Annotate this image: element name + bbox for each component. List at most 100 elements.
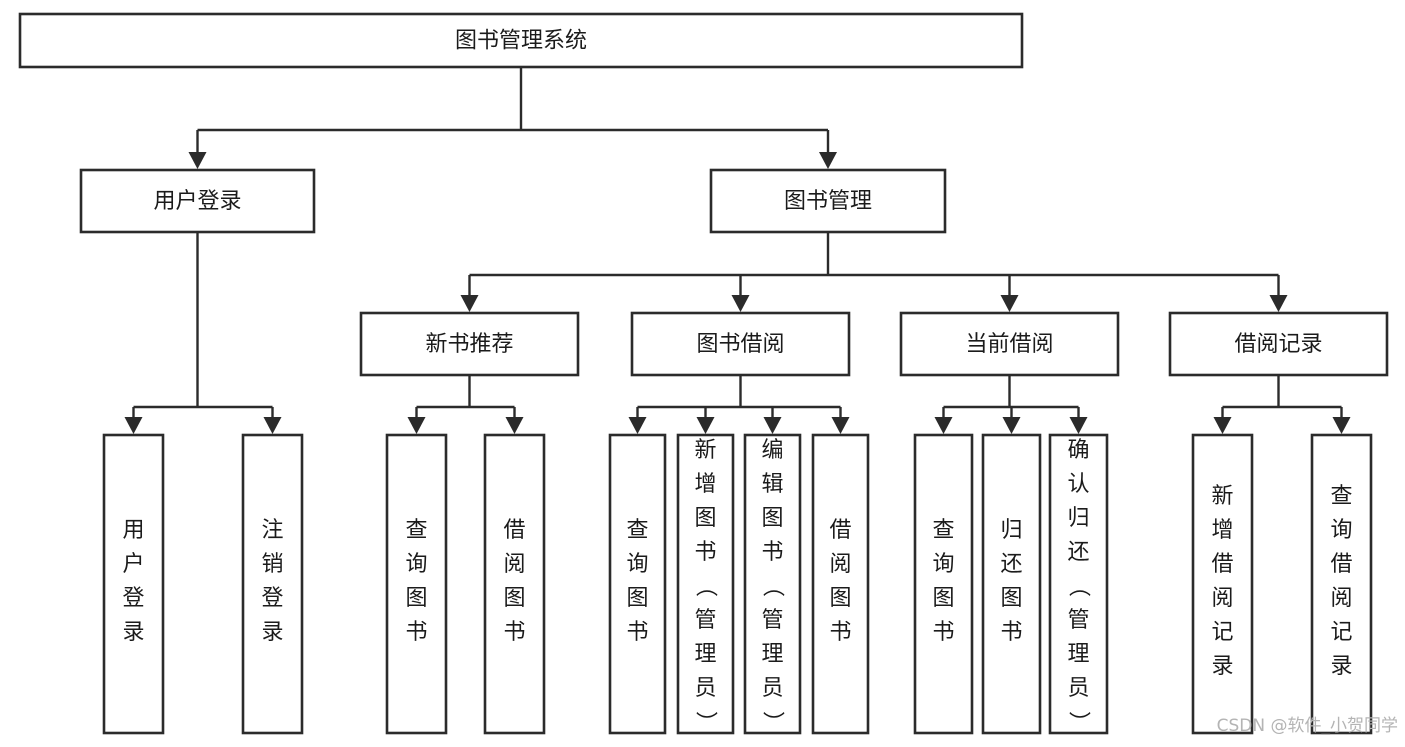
node-root-system-box[interactable]	[18, 12, 1024, 69]
arrow-head-icon	[934, 417, 953, 434]
node-borrow-record[interactable]: 借阅记录	[1168, 311, 1389, 377]
node-root-system[interactable]: 图书管理系统	[18, 12, 1024, 69]
node-leaf-return-book-label-char: 归	[1000, 518, 1022, 543]
node-leaf-query-book-1-label-char: 查	[405, 518, 427, 543]
connector-layer	[124, 67, 1351, 434]
node-leaf-add-borrow-record-label-char: 增	[1211, 518, 1233, 543]
node-leaf-edit-book-admin-label-char: 员	[761, 676, 783, 701]
node-current-borrow-label: 当前借阅	[965, 332, 1053, 357]
node-leaf-user-login-box[interactable]	[102, 433, 165, 735]
node-leaf-add-borrow-record-label-char: 记	[1211, 620, 1233, 645]
node-leaf-edit-book-admin-label-char: 书	[761, 540, 783, 565]
node-user-login-box[interactable]	[79, 168, 316, 234]
node-book-borrow[interactable]: 图书借阅	[630, 311, 851, 377]
node-current-borrow-box[interactable]	[899, 311, 1120, 377]
node-borrow-record-label: 借阅记录	[1234, 332, 1322, 357]
node-leaf-query-book-1-box[interactable]	[385, 433, 448, 735]
node-leaf-borrow-book-2-label-char: 图	[829, 586, 851, 611]
arrow-head-icon	[819, 152, 837, 169]
arrow-head-icon	[263, 417, 282, 434]
node-leaf-return-book-label-char: 还	[1000, 552, 1022, 577]
node-leaf-confirm-return-admin-label-char: 管	[1067, 608, 1089, 633]
node-leaf-logout-login-label-char: 登	[261, 586, 283, 611]
node-new-book-recommend[interactable]: 新书推荐	[359, 311, 580, 377]
node-leaf-edit-book-admin-label-char: ）	[760, 711, 785, 733]
node-leaf-borrow-book-1-label-char: 图	[503, 586, 525, 611]
node-leaf-confirm-return-admin-label-char: 员	[1067, 676, 1089, 701]
node-leaf-query-borrow-record-label-char: 录	[1330, 654, 1352, 679]
node-leaf-query-book-1-label-char: 图	[405, 586, 427, 611]
node-leaf-return-book-box[interactable]	[981, 433, 1042, 735]
node-book-management-box[interactable]	[709, 168, 947, 234]
node-current-borrow[interactable]: 当前借阅	[899, 311, 1120, 377]
node-user-login[interactable]: 用户登录	[79, 168, 316, 234]
node-new-book-recommend-box[interactable]	[359, 311, 580, 377]
node-leaf-query-book-3-label-char: 询	[932, 552, 954, 577]
node-leaf-add-book-admin-label-char: 员	[694, 676, 716, 701]
node-leaf-query-book-1-label-char: 询	[405, 552, 427, 577]
node-leaf-edit-book-admin-label-char: 编	[761, 438, 783, 463]
node-leaf-confirm-return-admin-box[interactable]	[1048, 433, 1109, 735]
node-leaf-query-book-2-label-char: 书	[626, 620, 648, 645]
node-leaf-query-book-2-label-char: 询	[626, 552, 648, 577]
node-leaf-add-book-admin-box[interactable]	[676, 433, 735, 735]
node-borrow-record-box[interactable]	[1168, 311, 1389, 377]
node-leaf-logout-login-label-char: 录	[261, 620, 283, 645]
arrow-head-icon	[1000, 295, 1019, 312]
arrow-head-icon	[124, 417, 143, 434]
node-book-management-label: 图书管理	[784, 189, 872, 214]
node-leaf-query-borrow-record-label-char: 阅	[1330, 586, 1352, 611]
node-leaf-borrow-book-1-label-char: 书	[503, 620, 525, 645]
node-leaf-add-borrow-record-label-char: 借	[1211, 552, 1233, 577]
node-leaf-edit-book-admin-label-char: 理	[761, 642, 783, 667]
arrow-head-icon	[1213, 417, 1232, 434]
node-leaf-query-book-3-box[interactable]	[913, 433, 974, 735]
node-leaf-add-borrow-record-label-char: 新	[1211, 484, 1233, 509]
node-leaf-user-login-label-char: 户	[122, 552, 144, 577]
node-book-borrow-box[interactable]	[630, 311, 851, 377]
arrow-head-icon	[696, 417, 715, 434]
arrow-head-icon	[505, 417, 524, 434]
arrow-head-icon	[831, 417, 850, 434]
node-new-book-recommend-label: 新书推荐	[425, 332, 513, 357]
node-leaf-borrow-book-2-box[interactable]	[811, 433, 870, 735]
node-leaf-borrow-book-2-label-char: 书	[829, 620, 851, 645]
node-leaf-add-borrow-record-label-char: 阅	[1211, 586, 1233, 611]
node-leaf-query-book-2-box[interactable]	[608, 433, 667, 735]
node-leaf-logout-login-box[interactable]	[241, 433, 304, 735]
node-leaf-edit-book-admin-label-char: （	[760, 575, 785, 597]
node-leaf-edit-book-admin-box[interactable]	[743, 433, 802, 735]
arrow-head-icon	[1069, 417, 1088, 434]
node-leaf-borrow-book-1-box[interactable]	[483, 433, 546, 735]
node-leaf-borrow-book-2-label-char: 借	[829, 518, 851, 543]
node-leaf-user-login[interactable]: 用户登录	[102, 433, 165, 735]
node-leaf-user-login-label-char: 登	[122, 586, 144, 611]
node-leaf-add-book-admin-label-char: ）	[693, 711, 718, 733]
node-leaf-borrow-book-1-label-char: 阅	[503, 552, 525, 577]
node-layer: 图书管理系统用户登录图书管理新书推荐图书借阅当前借阅借阅记录用户登录注销登录查询…	[18, 12, 1389, 735]
node-leaf-add-book-admin-label-char: 图	[694, 506, 716, 531]
node-leaf-add-book-admin-label-char: 管	[694, 608, 716, 633]
node-leaf-query-borrow-record-box[interactable]	[1310, 433, 1373, 735]
node-leaf-add-borrow-record-box[interactable]	[1191, 433, 1254, 735]
node-leaf-query-book-1-label-char: 书	[405, 620, 427, 645]
node-leaf-borrow-book-2-label-char: 阅	[829, 552, 851, 577]
node-leaf-return-book-label-char: 书	[1000, 620, 1022, 645]
node-book-management[interactable]: 图书管理	[709, 168, 947, 234]
arrow-head-icon	[763, 417, 782, 434]
arrow-head-icon	[1002, 417, 1021, 434]
